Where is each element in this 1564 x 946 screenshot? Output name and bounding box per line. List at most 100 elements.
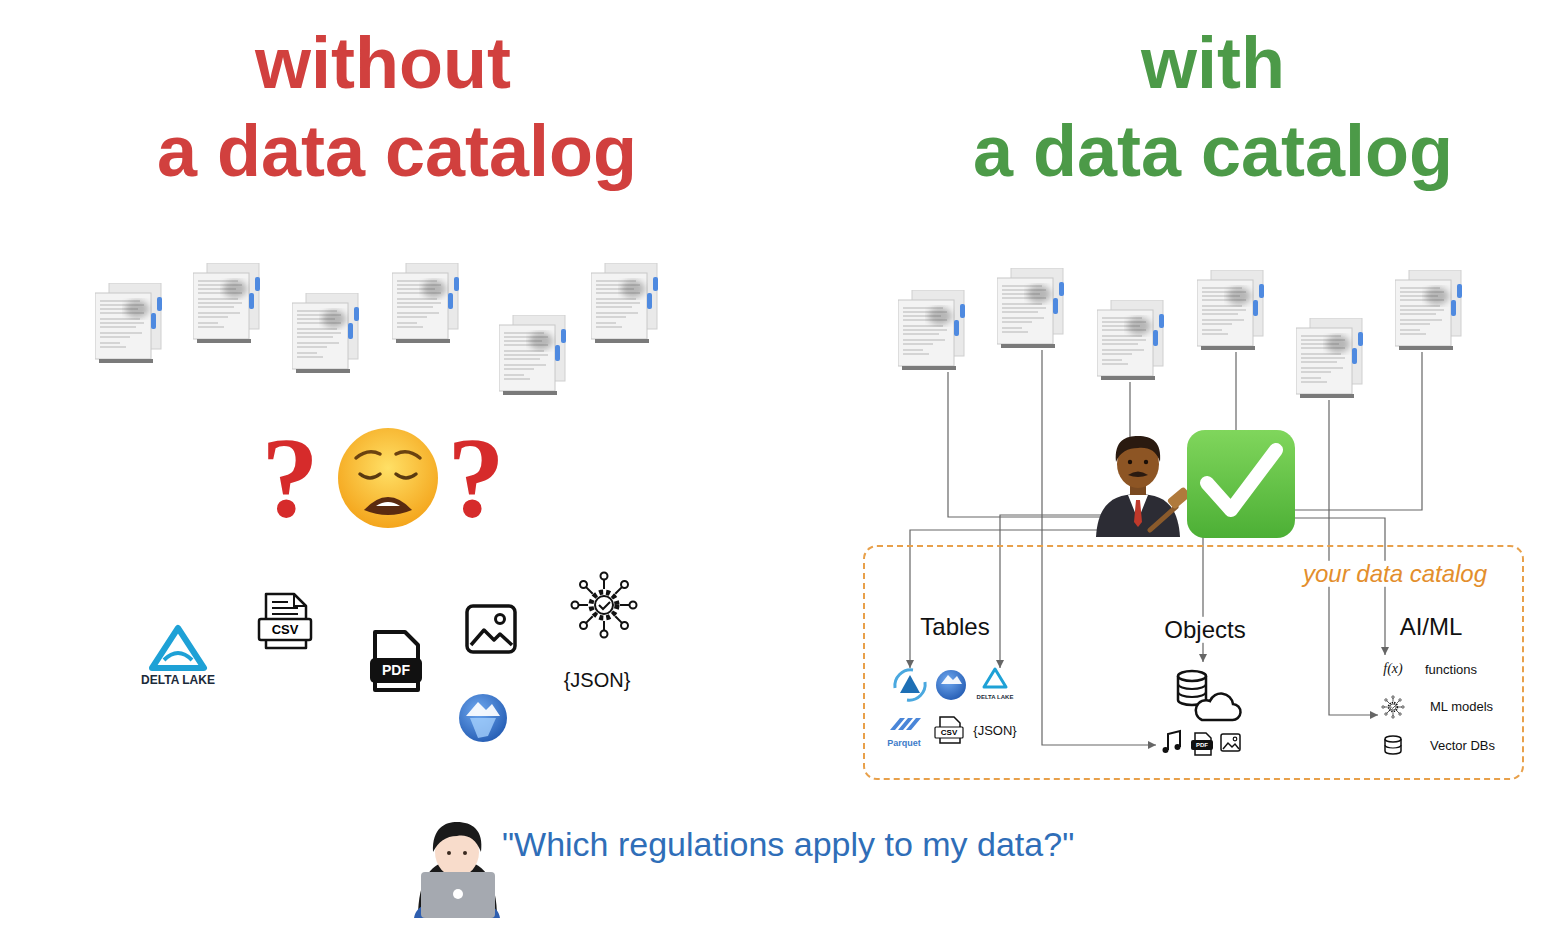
- delta-sync-logo: [895, 670, 913, 688]
- document-icons: [1296, 318, 1363, 398]
- image-icon: [496, 615, 505, 624]
- storage-icon: [1178, 684, 1206, 697]
- image-icon: [1221, 734, 1240, 751]
- flow-lines: [1295, 352, 1422, 510]
- catalog-region: your data catalogTablesDELTA LAKEParquet…: [863, 545, 1524, 780]
- iceberg-logo: [459, 694, 507, 742]
- weary-face-emoji: [338, 428, 438, 528]
- document-icons: [193, 263, 260, 343]
- flow-lines: [948, 372, 1110, 517]
- ml-gear-icon: [572, 573, 637, 638]
- document-icons: [95, 283, 162, 363]
- panel-title: without: [255, 24, 511, 103]
- csv-icon: [294, 594, 306, 606]
- document-icons: [997, 268, 1064, 348]
- delta-sync-logo: [895, 670, 925, 700]
- user-figure: [414, 822, 500, 918]
- flow-lines: [1329, 400, 1378, 715]
- image-icon: [1221, 734, 1240, 751]
- delta-lake-logo: [152, 628, 204, 668]
- document-icons: [292, 293, 359, 373]
- document-icons: [499, 315, 566, 395]
- item-label: Vector DBs: [1430, 739, 1495, 753]
- document-icons: [1395, 270, 1462, 350]
- question-mark: ?: [447, 415, 505, 542]
- delta-sync-logo: [907, 682, 925, 700]
- document-icons: [1197, 270, 1264, 350]
- flow-lines: [910, 530, 1110, 668]
- ml-gear-icon: [1382, 696, 1404, 718]
- logo-caption: DELTA LAKE: [141, 674, 215, 687]
- check-mark-emoji: [1187, 430, 1295, 538]
- check-mark-emoji: [1207, 450, 1276, 510]
- user-figure: [447, 851, 451, 855]
- panel-title: a data catalog: [157, 112, 637, 191]
- storage-icon: [1178, 671, 1241, 720]
- document-icons: [898, 290, 965, 370]
- image-icon: [471, 630, 512, 645]
- judge-emoji: [1128, 472, 1148, 478]
- delta-lake-logo: [152, 628, 204, 668]
- vector-db-icon: [1385, 736, 1401, 754]
- weary-face-emoji: [376, 502, 400, 506]
- section-heading: Objects: [1160, 617, 1249, 643]
- storage-icon: [1178, 671, 1206, 681]
- document-icons: [392, 263, 459, 343]
- catalog-section: AI/ML f(x) functions ML modelsVector DBs: [1370, 605, 1518, 765]
- judge-emoji: [1116, 436, 1160, 462]
- weary-face-emoji: [356, 452, 420, 458]
- function-symbol: f(x): [1383, 661, 1402, 676]
- judge-emoji: [1096, 436, 1191, 537]
- iceberg-logo: [470, 718, 496, 738]
- music-icon: [1175, 744, 1181, 750]
- question-mark: ?: [261, 415, 319, 542]
- csv-icon: [940, 717, 960, 743]
- user-figure: [433, 822, 482, 852]
- csv-icon: [272, 602, 298, 614]
- delta-lake-logo: [164, 653, 192, 660]
- iceberg-logo: [466, 702, 500, 716]
- item-label: ML models: [1430, 700, 1493, 714]
- document-icons: [1097, 300, 1164, 380]
- csv-icon: [259, 594, 311, 648]
- delta-sync-logo: [900, 675, 920, 693]
- judge-emoji: [1144, 460, 1148, 464]
- catalog-section: TablesDELTA LAKEParquetCSV{JSON}: [880, 600, 1030, 765]
- delta-lake-logo: [984, 669, 1006, 687]
- document-icons: [898, 268, 1462, 398]
- pdf-icon: [1191, 740, 1213, 750]
- format-label: {JSON}: [973, 724, 1016, 738]
- pdf-icon: [370, 658, 422, 683]
- flow-lines: [910, 350, 1422, 745]
- icon-label: PDF: [382, 663, 410, 678]
- check-mark-emoji: [1187, 430, 1295, 538]
- csv-icon: [935, 727, 963, 738]
- ml-gear-icon: [1382, 696, 1404, 718]
- judge-emoji: [1128, 460, 1132, 464]
- image-icon: [467, 606, 515, 652]
- format-label: {JSON}: [564, 669, 631, 691]
- item-label: functions: [1425, 663, 1477, 677]
- user-figure: [453, 889, 463, 899]
- iceberg-logo: [459, 694, 507, 742]
- parquet-logo: [890, 718, 921, 730]
- iceberg-logo: [936, 670, 966, 700]
- vector-db-icon: [1385, 736, 1401, 742]
- section-heading: AI/ML: [1400, 614, 1463, 640]
- image-icon: [1233, 737, 1237, 741]
- logo-caption: DELTA LAKE: [977, 694, 1014, 701]
- panel-title: a data catalog: [973, 112, 1453, 191]
- weary-face-emoji: [360, 474, 416, 478]
- image-icon: [467, 606, 515, 652]
- csv-icon: [259, 619, 311, 640]
- document-icons: [591, 263, 658, 343]
- flow-lines: [1129, 382, 1130, 440]
- judge-emoji: [1134, 500, 1142, 527]
- flow-lines: [1235, 352, 1236, 432]
- section-heading: Tables: [920, 614, 989, 640]
- user-figure: [463, 851, 467, 855]
- parquet-logo: [890, 718, 921, 730]
- iceberg-logo: [941, 675, 962, 684]
- catalog-section: ObjectsPDF: [1140, 605, 1270, 760]
